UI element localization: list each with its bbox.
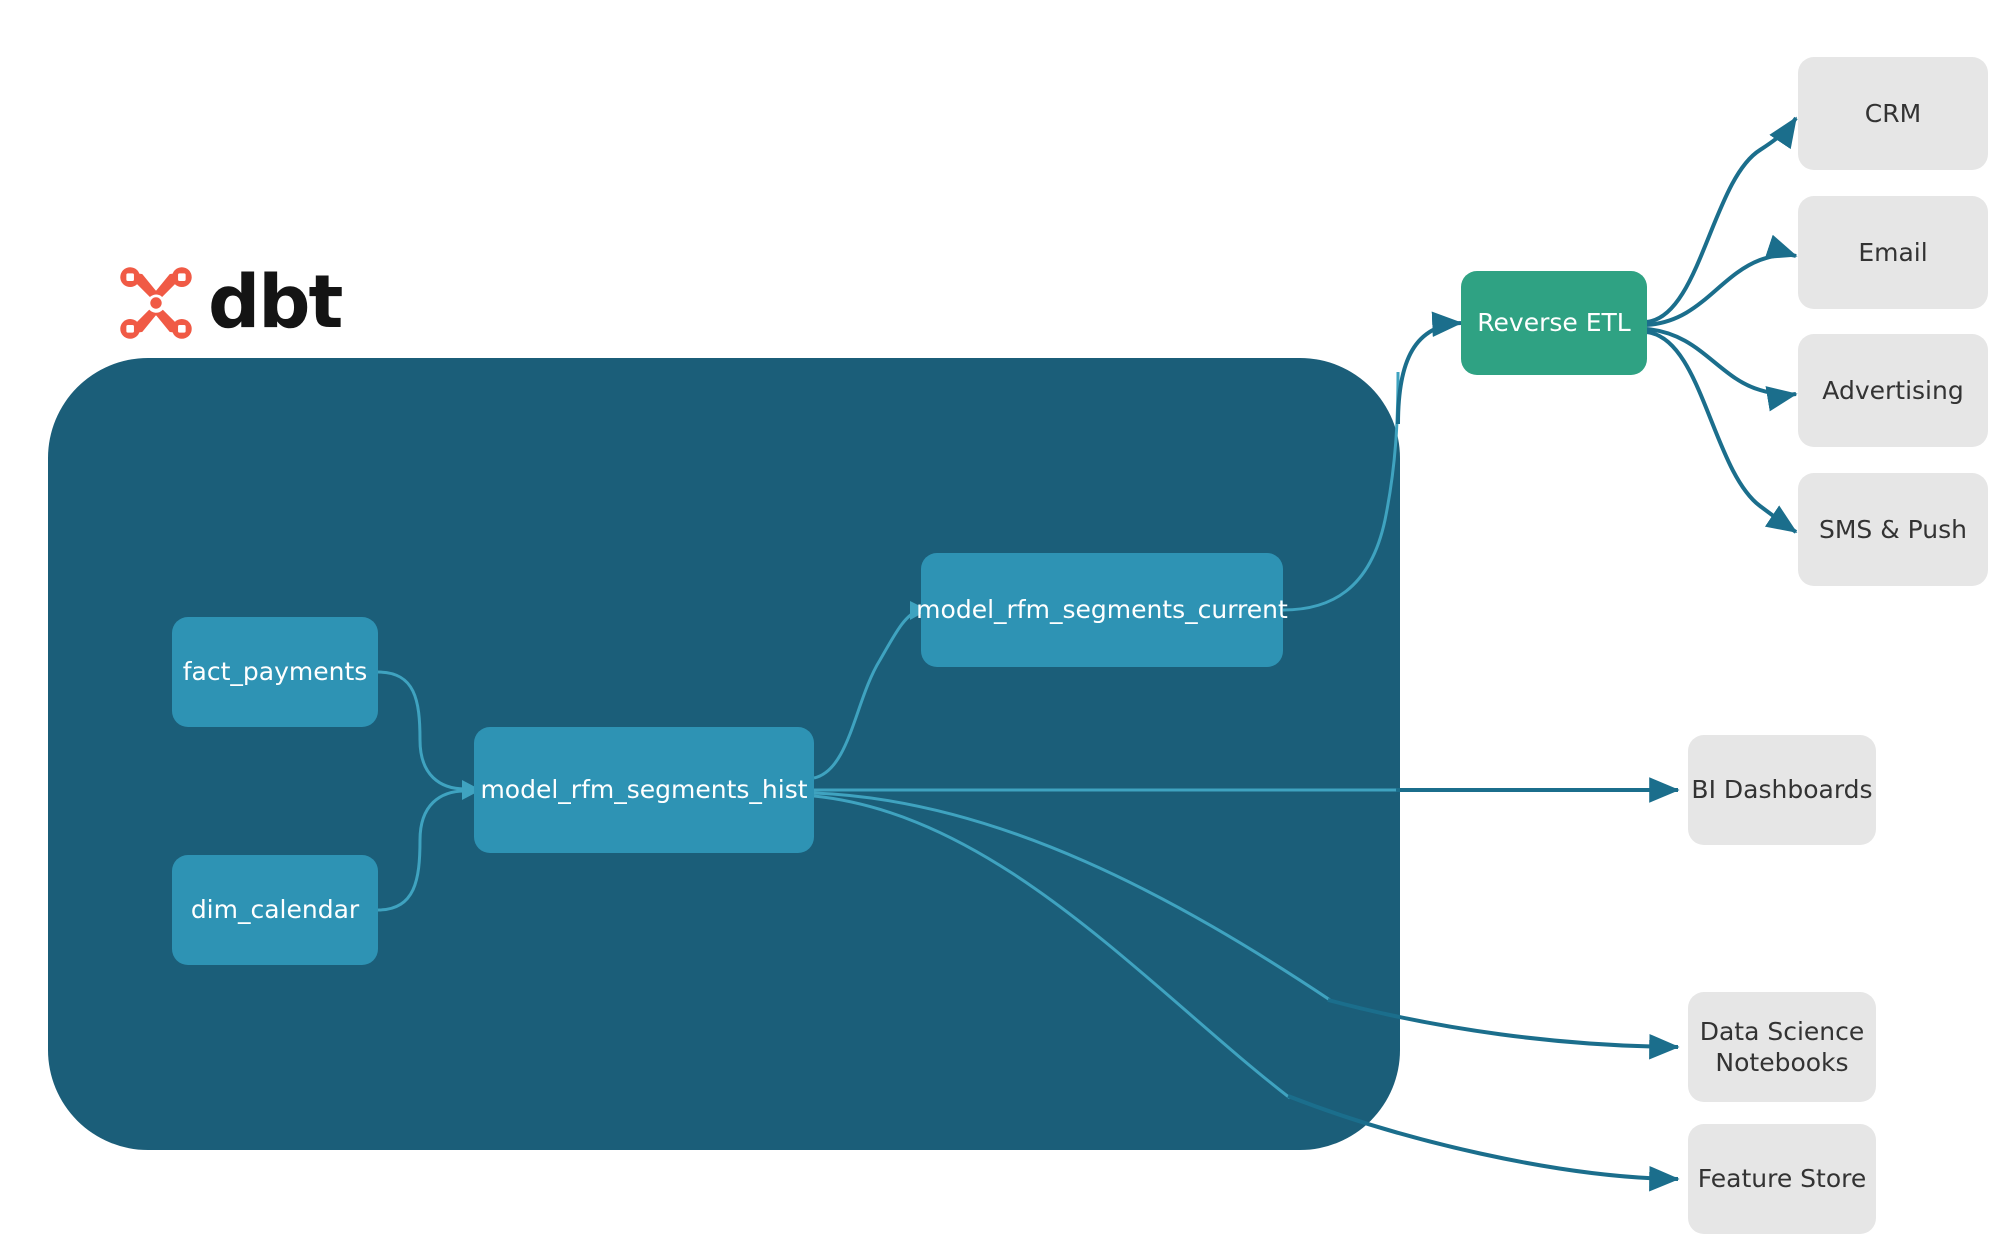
destination-label: Email [1858,237,1928,267]
model-node-label: model_rfm_segments_hist [480,775,808,805]
model-node-label: model_rfm_segments_current [916,595,1288,625]
destination-node-advertising[interactable]: Advertising [1798,334,1988,447]
edge-reverse-etl-to-crm [1645,116,1798,324]
edge-reverse-etl-to-advertising [1645,327,1798,412]
destination-label: BI Dashboards [1691,775,1873,805]
destination-label-line-1: Data Science [1699,1016,1865,1046]
destination-label: CRM [1864,98,1922,128]
destination-label-line-2: Notebooks [1715,1048,1849,1077]
model-node-model-rfm-segments-hist[interactable]: model_rfm_segments_hist [474,727,814,853]
dbt-wordmark: dbt [208,260,343,345]
destination-node-bi-dashboards[interactable]: BI Dashboards [1688,735,1876,845]
edge-current-to-reverse-etl [1396,311,1463,425]
model-node-label: fact_payments [182,657,368,687]
reverse-etl-label: Reverse ETL [1477,308,1631,338]
model-node-dim-calendar[interactable]: dim_calendar [172,855,378,965]
destination-label: Advertising [1822,375,1964,405]
destination-node-crm[interactable]: CRM [1798,57,1988,170]
dbt-logo: dbt [118,258,428,348]
destination-label: SMS & Push [1818,514,1968,544]
model-node-label: dim_calendar [190,895,360,925]
model-node-fact-payments[interactable]: fact_payments [172,617,378,727]
model-node-model-rfm-segments-current[interactable]: model_rfm_segments_current [916,553,1288,667]
dbt-x-logo-icon [118,265,194,341]
destination-node-email[interactable]: Email [1798,196,1988,309]
edge-reverse-etl-to-sms-push [1645,330,1798,534]
edge-reverse-etl-to-email [1645,234,1798,327]
reverse-etl-node[interactable]: Reverse ETL [1461,271,1647,375]
destination-node-feature-store[interactable]: Feature Store [1688,1124,1876,1234]
destination-node-data-science-notebooks[interactable]: Data Science Notebooks [1688,992,1876,1102]
destination-label: Feature Store [1697,1164,1867,1194]
destination-node-sms-push[interactable]: SMS & Push [1798,473,1988,586]
